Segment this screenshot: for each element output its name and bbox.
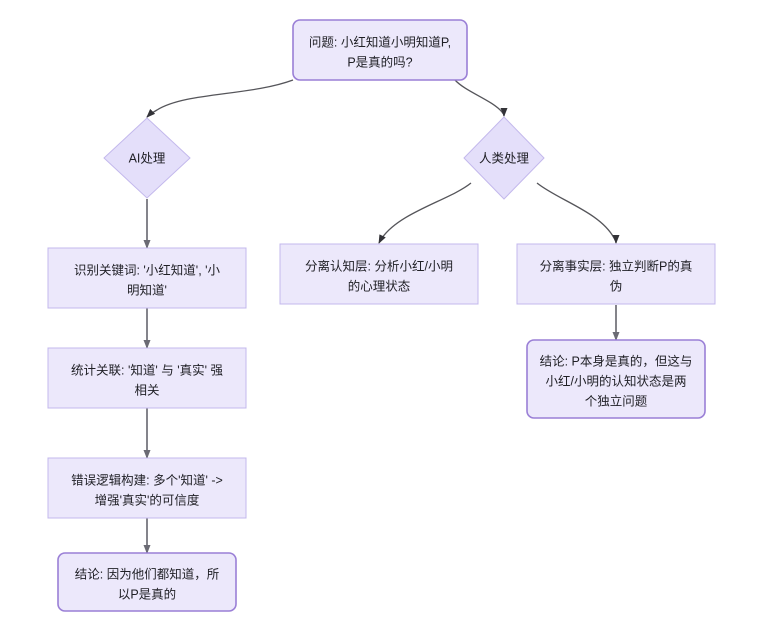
edge-layer <box>143 79 620 554</box>
node-human-cognitive-layer[interactable]: 分离认知层: 分析小红/小明 的心理状态 <box>279 243 479 305</box>
node-ai-step-keywords[interactable]: 识别关键词: '小红知道', '小 明知道' <box>47 247 247 309</box>
node-ai-decision[interactable]: AI处理 <box>103 117 191 199</box>
node-ai-step-correlation-line-1: 统计关联: '知道' 与 '真实' 强 <box>71 362 223 377</box>
node-human-conclusion-line-2: 小红/小明的认知状态是两 <box>546 373 687 388</box>
node-ai-step-correlation-line-2: 相关 <box>134 383 159 397</box>
node-human-fact-layer-line-1: 分离事实层: 独立判断P的真 <box>540 258 693 273</box>
node-human-decision-label: 人类处理 <box>479 151 530 165</box>
node-human-fact-layer[interactable]: 分离事实层: 独立判断P的真 伪 <box>516 243 716 305</box>
node-question[interactable]: 问题: 小红知道小明知道P, P是真的吗? <box>292 19 468 81</box>
node-question-line-1: 问题: 小红知道小明知道P, <box>309 34 451 49</box>
node-ai-conclusion[interactable]: 结论: 因为他们都知道，所 以P是真的 <box>57 552 237 612</box>
node-human-decision[interactable]: 人类处理 <box>463 116 545 200</box>
node-human-conclusion[interactable]: 结论: P本身是真的，但这与 小红/小明的认知状态是两 个独立问题 <box>526 339 706 419</box>
node-ai-conclusion-line-1: 结论: 因为他们都知道，所 <box>75 566 219 581</box>
node-ai-conclusion-line-2: 以P是真的 <box>118 586 176 601</box>
node-ai-step-false-logic[interactable]: 错误逻辑构建: 多个'知道' -> 增强'真实'的可信度 <box>47 457 247 519</box>
node-human-conclusion-line-1: 结论: P本身是真的，但这与 <box>540 353 693 368</box>
node-ai-step-correlation[interactable]: 统计关联: '知道' 与 '真实' 强 相关 <box>47 347 247 409</box>
node-question-line-2: P是真的吗? <box>347 54 412 69</box>
node-ai-step-keywords-line-2: 明知道' <box>127 283 167 297</box>
edge-human-to-cognitive-layer <box>378 182 472 244</box>
node-human-cognitive-layer-line-1: 分离认知层: 分析小红/小明 <box>305 258 453 273</box>
node-human-cognitive-layer-line-2: 的心理状态 <box>348 278 411 293</box>
node-ai-decision-label: AI处理 <box>129 151 166 165</box>
node-human-conclusion-line-3: 个独立问题 <box>585 393 648 408</box>
node-human-fact-layer-line-2: 伪 <box>610 279 623 293</box>
node-ai-step-false-logic-line-1: 错误逻辑构建: 多个'知道' -> <box>71 472 223 487</box>
edge-human-to-fact-layer <box>536 182 620 244</box>
node-ai-step-keywords-line-1: 识别关键词: '小红知道', '小 <box>74 262 221 277</box>
node-layer: 问题: 小红知道小明知道P, P是真的吗? AI处理 人类处理 识别关键词: '… <box>47 19 716 612</box>
node-ai-step-false-logic-line-2: 增强'真实'的可信度 <box>95 492 200 507</box>
edge-question-to-human <box>454 79 508 117</box>
edge-question-to-ai <box>146 79 294 118</box>
